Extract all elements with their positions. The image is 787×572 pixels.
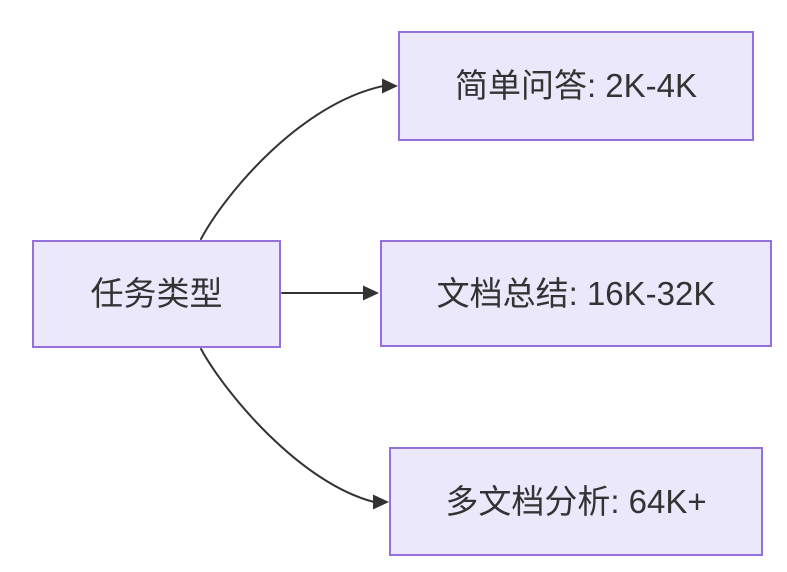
node-multi-doc-label: 多文档分析: 64K+ <box>445 482 707 520</box>
node-multi-doc: 多文档分析: 64K+ <box>389 447 763 556</box>
node-doc-summary-label: 文档总结: 16K-32K <box>436 274 716 312</box>
edge-root-to-simple-qa <box>200 85 384 240</box>
node-task-type-label: 任务类型 <box>90 275 223 313</box>
arrowhead-doc-summary-icon <box>363 285 379 301</box>
node-task-type: 任务类型 <box>32 240 281 348</box>
node-doc-summary: 文档总结: 16K-32K <box>380 240 772 347</box>
node-simple-qa: 简单问答: 2K-4K <box>398 31 754 141</box>
edge-root-to-multi-doc <box>200 348 375 503</box>
arrowhead-simple-qa-icon <box>382 78 398 94</box>
node-simple-qa-label: 简单问答: 2K-4K <box>454 67 698 105</box>
arrowhead-multi-doc-icon <box>373 494 389 510</box>
